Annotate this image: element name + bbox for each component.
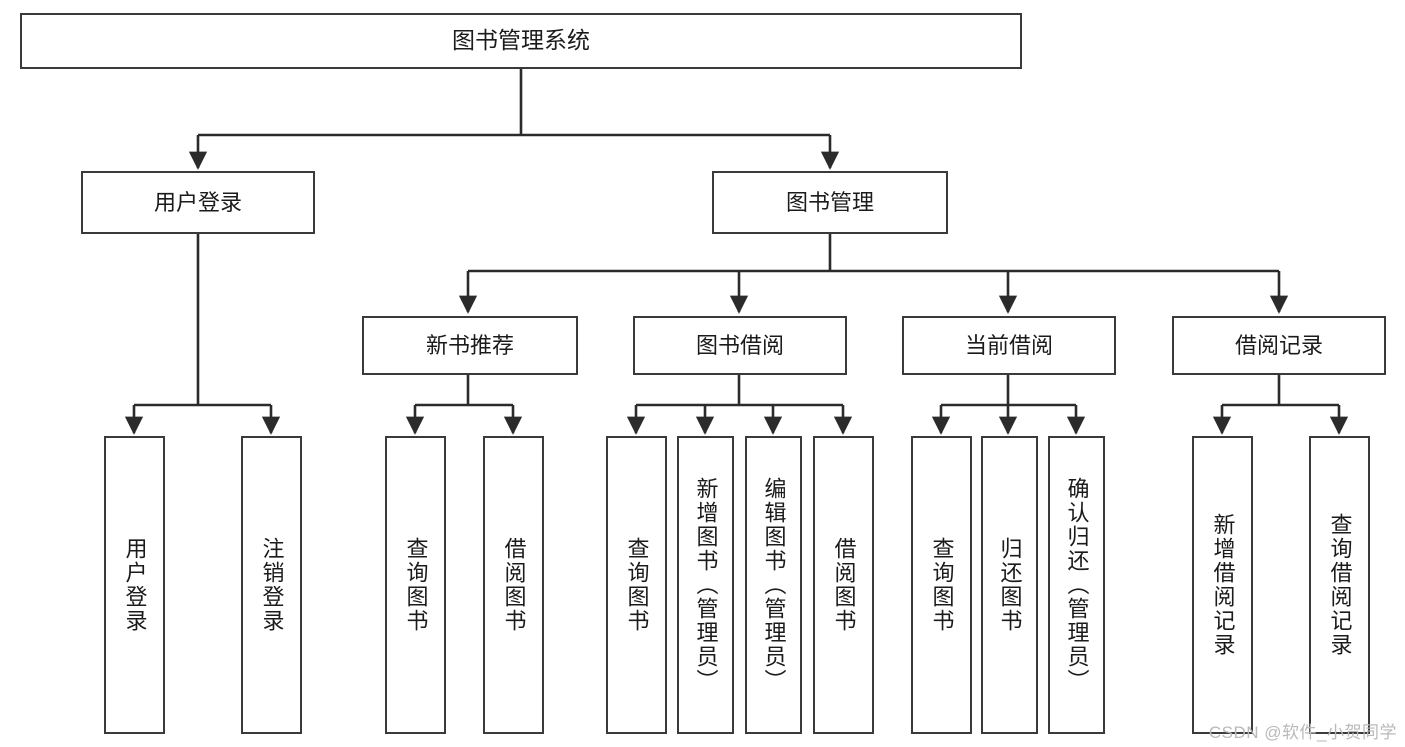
node-label: 查询图书 (403, 537, 429, 633)
node-leaf-query-book-current[interactable]: 查询图书 (911, 436, 972, 734)
node-label: 注销登录 (259, 537, 285, 633)
node-label: 确认归还（管理员） (1064, 477, 1090, 693)
node-root-book-management-system[interactable]: 图书管理系统 (20, 13, 1022, 69)
node-label: 当前借阅 (964, 332, 1053, 358)
node-label: 查询借阅记录 (1327, 513, 1353, 657)
csdn-watermark: CSDN @软件_小贺同学 (1208, 723, 1397, 742)
node-label: 用户登录 (153, 189, 242, 215)
node-label: 借阅记录 (1234, 332, 1323, 358)
node-leaf-borrow-book[interactable]: 借阅图书 (813, 436, 874, 734)
node-label: 新增图书（管理员） (693, 477, 719, 693)
node-new-book-recommend[interactable]: 新书推荐 (362, 316, 578, 375)
node-leaf-confirm-return[interactable]: 确认归还（管理员） (1048, 436, 1105, 734)
node-label: 新书推荐 (425, 332, 514, 358)
node-leaf-return-book[interactable]: 归还图书 (981, 436, 1038, 734)
node-label: 归还图书 (997, 537, 1023, 633)
node-leaf-add-book[interactable]: 新增图书（管理员） (677, 436, 734, 734)
node-book-borrow[interactable]: 图书借阅 (633, 316, 847, 375)
node-user-login[interactable]: 用户登录 (81, 171, 315, 234)
node-label: 查询图书 (624, 537, 650, 633)
node-label: 新增借阅记录 (1210, 513, 1236, 657)
node-label: 图书管理系统 (452, 27, 590, 54)
node-leaf-user-logout[interactable]: 注销登录 (241, 436, 302, 734)
node-book-management[interactable]: 图书管理 (712, 171, 948, 234)
node-label: 用户登录 (122, 537, 148, 633)
node-leaf-query-book-borrow[interactable]: 查询图书 (606, 436, 667, 734)
node-label: 图书管理 (785, 189, 874, 215)
node-label: 借阅图书 (501, 537, 527, 633)
node-label: 图书借阅 (695, 332, 784, 358)
node-leaf-query-borrow-record[interactable]: 查询借阅记录 (1309, 436, 1370, 734)
node-leaf-user-login[interactable]: 用户登录 (104, 436, 165, 734)
node-leaf-query-book-recommend[interactable]: 查询图书 (385, 436, 446, 734)
node-leaf-add-borrow-record[interactable]: 新增借阅记录 (1192, 436, 1253, 734)
node-leaf-edit-book[interactable]: 编辑图书（管理员） (745, 436, 802, 734)
node-current-borrow[interactable]: 当前借阅 (902, 316, 1116, 375)
node-label: 编辑图书（管理员） (761, 477, 787, 693)
node-borrow-record[interactable]: 借阅记录 (1172, 316, 1386, 375)
node-label: 借阅图书 (831, 537, 857, 633)
node-label: 查询图书 (929, 537, 955, 633)
node-leaf-borrow-book-recommend[interactable]: 借阅图书 (483, 436, 544, 734)
